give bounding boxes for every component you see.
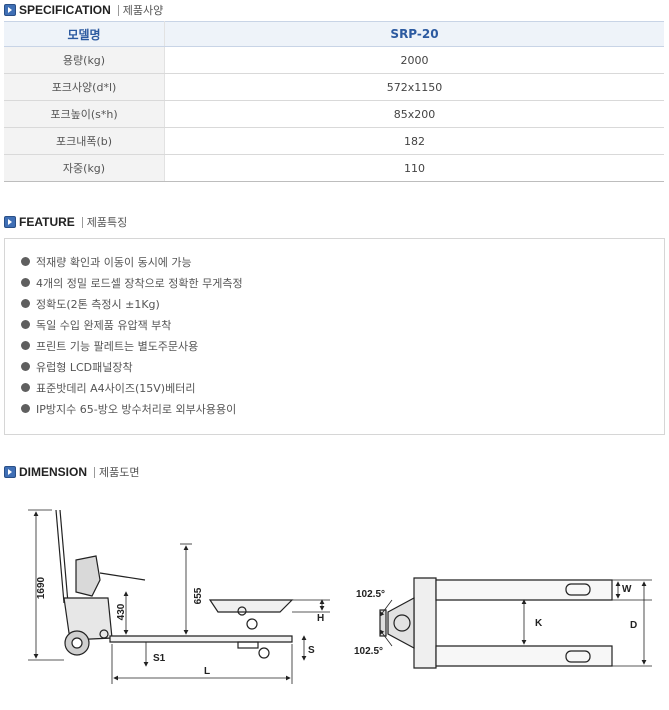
feature-text: 표준밧데리 A4사이즈(15V)베터리 [36,381,196,395]
spec-title-ko: 제품사양 [122,4,164,17]
feature-item: IP방지수 65-방오 방수처리로 외부사용용이 [21,398,664,419]
feature-item: 독일 수입 완제품 유압잭 부착 [21,314,664,335]
dim-label-d: D [630,620,637,631]
feature-item: 적재량 확인과 이동이 동시에 가능 [21,251,664,272]
section-arrow-icon [4,466,16,478]
dimension-title-ko: 제품도면 [99,466,140,479]
section-arrow-icon [4,4,16,16]
dim-label-k: K [535,618,543,629]
side-view-drawing [55,509,293,659]
dimension-title-en: DIMENSION [19,465,88,479]
dim-label-angle-bottom: 102.5° [354,646,383,657]
spec-row: 자중(kg) 110 [4,154,664,182]
title-divider [81,216,83,228]
spec-row: 포크내폭(b) 182 [4,127,664,155]
feature-item: 프린트 기능 팔레트는 별도주문사용 [21,335,664,356]
feature-title-ko: 제품특징 [86,216,128,229]
title-divider [94,466,96,478]
feature-text: 프린트 기능 팔레트는 별도주문사용 [36,339,199,353]
bullet-icon [21,404,30,413]
bullet-icon [21,278,30,287]
spec-row-label: 포크높이(s*h) [4,100,165,128]
spec-row-value: 182 [164,127,664,155]
bullet-icon [21,383,30,392]
dim-label-angle-top: 102.5° [356,589,385,600]
title-divider [117,4,119,16]
spec-row-label: 자중(kg) [4,154,165,182]
feature-text: 정확도(2톤 측정시 ±1Kg) [36,297,160,311]
spec-row-value: 110 [164,154,664,182]
spec-title-en: SPECIFICATION [19,3,111,17]
spec-header-label: 모델명 [4,21,165,47]
feature-text: IP방지수 65-방오 방수처리로 외부사용용이 [36,402,237,416]
feature-text: 적재량 확인과 이동이 동시에 가능 [36,255,192,269]
dimension-section-header: DIMENSION 제품도면 [4,464,140,480]
bullet-icon [21,362,30,371]
spec-header-value: SRP-20 [164,21,664,47]
feature-text: 독일 수입 완제품 유압잭 부착 [36,318,172,332]
spec-section-header: SPECIFICATION 제품사양 [4,2,163,18]
spec-row-value: 85x200 [164,100,664,128]
feature-list: 적재량 확인과 이동이 동시에 가능 4개의 정밀 로드셀 장착으로 정확한 무… [5,239,664,419]
feature-section-header: FEATURE 제품특징 [4,214,127,230]
dim-label-w: W [622,584,632,595]
spec-row: 포크높이(s*h) 85x200 [4,100,664,128]
fork-tip-drawing [208,599,294,630]
spec-header-row: 모델명 SRP-20 [4,21,664,47]
top-view-drawing [379,577,613,669]
dim-label-s: S [308,645,315,656]
dim-label-s1: S1 [153,653,166,664]
spec-row-label: 포크사양(d*l) [4,73,165,101]
dim-label-430: 430 [116,603,127,620]
spec-row-value: 572x1150 [164,73,664,101]
spec-row-label: 포크내폭(b) [4,127,165,155]
dim-label-h: H [317,613,324,624]
dimension-drawing: 1690 430 655 H S1 L S 102.5° 102.5° W K … [28,509,652,684]
feature-text: 4개의 정밀 로드셀 장착으로 정확한 무게측정 [36,276,243,290]
feature-item: 표준밧데리 A4사이즈(15V)베터리 [21,377,664,398]
spec-table: 모델명 SRP-20 용량(kg) 2000 포크사양(d*l) 572x115… [4,21,664,182]
bullet-icon [21,257,30,266]
dim-label-l: L [204,666,210,677]
spec-row: 포크사양(d*l) 572x1150 [4,73,664,101]
feature-title-en: FEATURE [19,215,75,229]
dim-label-655: 655 [193,587,204,604]
section-arrow-icon [4,216,16,228]
spec-row-value: 2000 [164,46,664,74]
bullet-icon [21,320,30,329]
feature-item: 4개의 정밀 로드셀 장착으로 정확한 무게측정 [21,272,664,293]
feature-item: 정확도(2톤 측정시 ±1Kg) [21,293,664,314]
dim-label-1690: 1690 [36,576,47,599]
spec-row: 용량(kg) 2000 [4,46,664,74]
feature-item: 유럽형 LCD패널장착 [21,356,664,377]
feature-box: 적재량 확인과 이동이 동시에 가능 4개의 정밀 로드셀 장착으로 정확한 무… [4,238,665,435]
bullet-icon [21,299,30,308]
spec-row-label: 용량(kg) [4,46,165,74]
side-dimension-lines [28,509,330,684]
top-dimension-lines [379,579,652,667]
bullet-icon [21,341,30,350]
feature-text: 유럽형 LCD패널장착 [36,360,133,374]
